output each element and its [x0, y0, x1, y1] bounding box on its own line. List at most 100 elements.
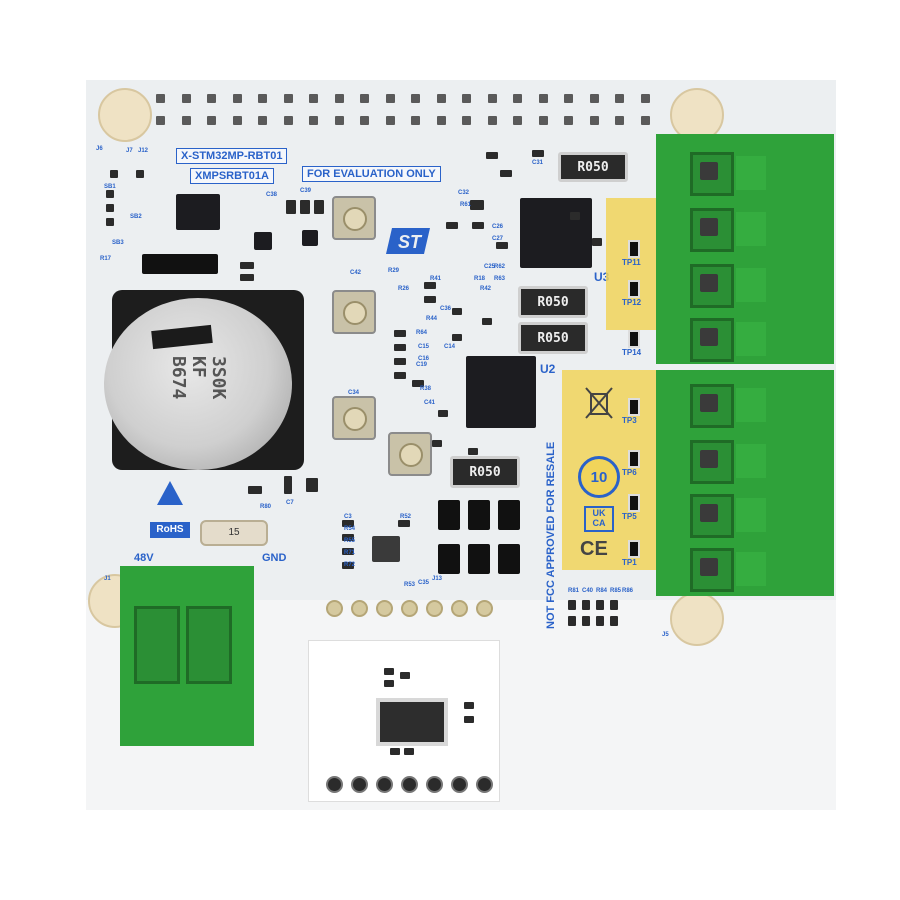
smd-component	[342, 562, 354, 569]
header-pin	[360, 116, 369, 125]
terminal-screw[interactable]	[690, 384, 734, 428]
header-hole	[451, 776, 468, 793]
terminal-divider	[736, 498, 766, 532]
terminal-screw[interactable]	[690, 208, 734, 252]
component-reference: SB1	[104, 184, 116, 190]
component-reference: R80	[260, 504, 272, 510]
header-pin	[309, 94, 318, 103]
terminal-screw[interactable]	[690, 152, 734, 196]
testpoint-label: TP3	[622, 416, 637, 425]
component-reference: J7	[126, 148, 133, 154]
fcc-notice: NOT FCC APPROVED FOR RESALE	[545, 441, 557, 629]
terminal-divider	[736, 388, 766, 422]
header-pin	[207, 116, 216, 125]
component-reference: R81	[568, 588, 580, 594]
smd-component	[610, 600, 618, 610]
jumper-cap[interactable]	[438, 544, 460, 574]
jumper-header	[142, 254, 218, 274]
smd-component	[438, 410, 448, 417]
terminal-screw[interactable]	[690, 440, 734, 484]
jumper-cap[interactable]	[498, 500, 520, 530]
terminal-divider	[736, 156, 766, 190]
component-reference: C36	[440, 306, 452, 312]
component-reference: J13	[432, 576, 443, 582]
terminal-divider	[736, 268, 766, 302]
rohs-text: RoHS	[156, 524, 184, 535]
header-pin	[513, 116, 522, 125]
component-reference: R64	[416, 330, 428, 336]
testpoint-label: TP1	[622, 558, 637, 567]
terminal-divider	[736, 322, 766, 356]
header-pin	[411, 94, 420, 103]
component-reference: R18	[474, 276, 486, 282]
header-pin	[640, 116, 650, 125]
header-pin	[385, 94, 395, 103]
smd-component	[248, 486, 262, 494]
chip-label-u2: U2	[540, 362, 556, 376]
smd-component	[390, 748, 400, 755]
potentiometer-4[interactable]	[388, 432, 432, 476]
header-pin	[283, 116, 293, 125]
smd-component	[470, 200, 484, 210]
terminal-slot-2[interactable]	[186, 606, 232, 684]
component-reference: C26	[492, 224, 504, 230]
header-pin	[385, 116, 395, 125]
component-reference: R55	[344, 538, 356, 544]
svg-text:ST: ST	[398, 232, 423, 252]
smd-component	[568, 616, 576, 626]
board-code-label: XMPSRBT01A	[190, 168, 274, 184]
header-pin	[564, 94, 573, 103]
terminal-screw[interactable]	[690, 318, 734, 362]
header-pin	[258, 94, 267, 103]
header-hole	[326, 600, 343, 617]
smd-component	[404, 748, 414, 755]
smd-component	[432, 440, 442, 447]
component-reference: C34	[348, 390, 360, 396]
small-ic	[302, 230, 318, 246]
smd-component	[398, 520, 410, 527]
smd-component	[284, 476, 292, 494]
terminal-screw[interactable]	[690, 548, 734, 592]
header-pin	[156, 116, 165, 125]
terminal-screw[interactable]	[690, 264, 734, 308]
smd-component	[424, 296, 436, 303]
potentiometer-1[interactable]	[332, 196, 376, 240]
jumper-cap[interactable]	[438, 500, 460, 530]
product-name-label: X-STM32MP-RBT01	[176, 148, 288, 164]
smd-component	[106, 218, 114, 226]
smd-component	[472, 222, 484, 229]
testpoint-label: TP5	[622, 512, 637, 521]
smd-component	[106, 190, 114, 198]
mount-hole-bottom-right	[670, 592, 724, 646]
smd-component	[306, 478, 318, 492]
smd-component	[464, 716, 474, 723]
component-reference: C27	[492, 236, 504, 242]
testpoint	[628, 494, 640, 512]
header-pin	[436, 116, 446, 125]
smd-component	[314, 200, 324, 214]
jumper-cap[interactable]	[468, 544, 490, 574]
header-pin	[411, 116, 420, 125]
smd-component	[384, 680, 394, 687]
potentiometer-3[interactable]	[332, 396, 376, 440]
ukca-mark: UK CA	[584, 506, 614, 532]
smd-component	[452, 308, 462, 315]
smd-component	[384, 668, 394, 675]
potentiometer-2[interactable]	[332, 290, 376, 334]
jumper-cap[interactable]	[468, 500, 490, 530]
header-pin	[487, 116, 497, 125]
smd-component	[596, 616, 604, 626]
component-reference: SB2	[130, 214, 142, 220]
header-hole	[476, 600, 493, 617]
smd-component	[532, 150, 544, 157]
component-reference: R38	[420, 386, 432, 392]
smd-component	[452, 334, 462, 341]
jumper-cap[interactable]	[498, 544, 520, 574]
terminal-screw[interactable]	[690, 494, 734, 538]
component-reference: R26	[398, 286, 410, 292]
shunt-resistor-2: R050	[518, 286, 588, 318]
smd-component	[342, 534, 354, 541]
testpoint	[628, 450, 640, 468]
smd-component	[394, 372, 406, 379]
terminal-slot-1[interactable]	[134, 606, 180, 684]
